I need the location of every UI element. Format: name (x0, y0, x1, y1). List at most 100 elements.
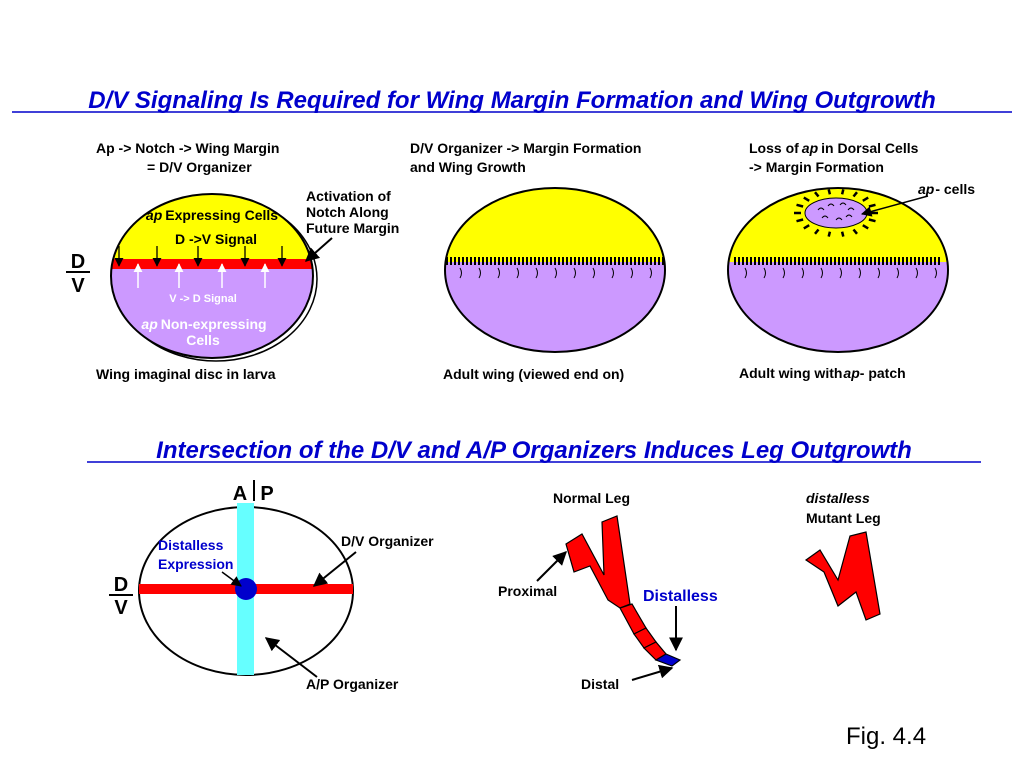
panel3-heading-line2: -> Margin Formation (749, 159, 884, 175)
bottom-title: Intersection of the D/V and A/P Organize… (156, 437, 912, 464)
ventral-hair (915, 267, 918, 279)
margin-bristle (868, 218, 876, 223)
ap-minus-patch (804, 197, 868, 229)
wing3-ventral-hairs (744, 267, 937, 279)
ventral-hair (459, 267, 462, 279)
ap-organizer-label: A/P Organizer (306, 676, 399, 692)
ventral-hair (478, 267, 481, 279)
wing3-ventral (728, 262, 948, 352)
panel2-caption: Adult wing (viewed end on) (443, 366, 624, 382)
dv-organizer-label: D/V Organizer (341, 533, 434, 549)
margin-bristle (796, 218, 804, 223)
wing2-outline (444, 187, 666, 353)
distalless-expression-line2: Expression (158, 556, 233, 572)
leg-v-label: V (114, 597, 128, 619)
ventral-hair (877, 267, 880, 279)
mutant-leg-title-line1: distalless (806, 490, 870, 506)
panel1-heading-line1: Ap -> Notch -> Wing Margin (96, 140, 279, 156)
proximal-arrow (536, 551, 567, 582)
p-label: P (260, 483, 273, 505)
top-title: D/V Signaling Is Required for Wing Margi… (88, 87, 936, 114)
ap-cells-label: ap- cells (918, 181, 975, 197)
a-label: A (233, 483, 247, 505)
ventral-hair (934, 267, 937, 279)
distalless-spot (235, 578, 257, 600)
v-to-d-arrows (133, 263, 270, 288)
distalless-expression-line1: Distalless (158, 537, 224, 553)
panel2-heading-line2: and Wing Growth (410, 159, 526, 175)
distal-label: Distal (581, 676, 619, 692)
wing-disc-outline (110, 193, 314, 359)
ventral-hair (649, 267, 652, 279)
ventral-hair (535, 267, 538, 279)
nonexpressing-cells-label: Cells (186, 332, 220, 348)
margin-bristle (840, 231, 845, 237)
normal-leg-distal-tip (654, 653, 682, 667)
adult-wing-end-on (444, 187, 666, 353)
activation-line3: Future Margin (306, 220, 399, 236)
d-to-v-arrows (114, 246, 287, 267)
ventral-hair (896, 267, 899, 279)
ventral-hair (763, 267, 766, 279)
activation-arrow (304, 237, 333, 262)
margin-bristle (862, 196, 869, 202)
ap-cells-arrow (860, 195, 929, 217)
leg-disc (138, 503, 354, 676)
ventral-hair (801, 267, 804, 279)
panel1-v-label: V (71, 275, 85, 297)
ventral-hair (744, 267, 747, 279)
normal-leg-distalless-label: Distalless (643, 588, 718, 605)
wing2-ventral-hairs (459, 267, 652, 279)
mutant-leg (804, 531, 881, 621)
normal-leg-title: Normal Leg (553, 490, 630, 506)
ventral-hair (839, 267, 842, 279)
ventral-hair (592, 267, 595, 279)
margin-bristle (827, 231, 832, 237)
d-to-v-signal-label: D ->V Signal (175, 231, 257, 247)
margin-bristle (852, 228, 858, 235)
ventral-hair (820, 267, 823, 279)
wing2-ventral (445, 262, 665, 352)
ventral-hair (554, 267, 557, 279)
normal-leg (565, 515, 682, 667)
ventral-hair (630, 267, 633, 279)
mutant-leg-title-line2: Mutant Leg (806, 510, 881, 526)
normal-leg-proximal-segments (565, 515, 631, 609)
panel1-d-label: D (71, 251, 85, 273)
margin-bristle (840, 189, 845, 195)
v-to-d-signal-label: V -> D Signal (169, 293, 237, 305)
activation-line2: Notch Along (306, 204, 389, 220)
margin-bristle (803, 196, 810, 202)
distalless-expression-arrow (221, 571, 242, 587)
margin-bristle (814, 228, 820, 235)
distal-arrow (631, 664, 674, 681)
ap-organizer-arrow (264, 637, 318, 678)
margin-bristle (827, 189, 832, 195)
ventral-hair (782, 267, 785, 279)
ventral-hair (858, 267, 861, 279)
panel3-caption: Adult wing withap- patch (739, 365, 906, 381)
dv-boundary (111, 259, 313, 269)
dv-organizer-arrow (312, 551, 357, 587)
panel2-heading-line1: D/V Organizer -> Margin Formation (410, 140, 641, 156)
patch-hairs (817, 202, 855, 221)
margin-bristle (803, 224, 810, 230)
figure-label: Fig. 4.4 (846, 723, 926, 750)
wing3-outline (727, 187, 949, 353)
margin-bristle (862, 224, 869, 230)
margin-bristle (814, 191, 820, 198)
adult-wing-with-patch (727, 187, 949, 353)
ventral-hair (497, 267, 500, 279)
ventral-hair (611, 267, 614, 279)
margin-bristle (868, 203, 876, 208)
panel1-caption: Wing imaginal disc in larva (96, 366, 276, 382)
ventral-hair (573, 267, 576, 279)
margin-bristle (796, 203, 804, 208)
leg-d-label: D (114, 574, 128, 596)
wing2-dorsal (445, 188, 665, 262)
patch-ectopic-margin (794, 189, 878, 237)
